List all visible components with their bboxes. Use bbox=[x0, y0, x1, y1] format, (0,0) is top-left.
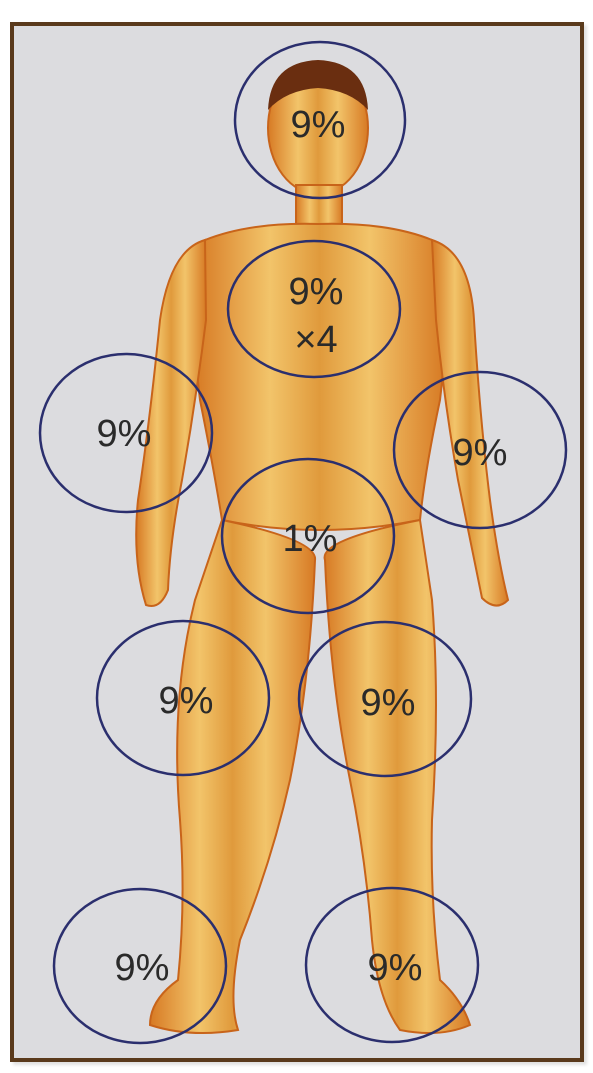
right-lower-leg-percent-label: 9% bbox=[115, 947, 170, 989]
left-thigh-percent-label: 9% bbox=[361, 682, 416, 724]
trunk-percent-label: 9% bbox=[289, 271, 344, 313]
right-thigh-percent-label: 9% bbox=[159, 680, 214, 722]
genitals-percent-label: 1% bbox=[283, 518, 338, 560]
left-lower-leg-percent-label: 9% bbox=[368, 947, 423, 989]
body-right-leg-shape bbox=[150, 520, 315, 1033]
head-percent-label: 9% bbox=[291, 104, 346, 146]
left-arm-percent-label: 9% bbox=[453, 432, 508, 474]
right-arm-percent-label: 9% bbox=[97, 413, 152, 455]
trunk-multiplier-label: ×4 bbox=[294, 319, 337, 361]
body-left-arm-shape bbox=[432, 240, 508, 606]
